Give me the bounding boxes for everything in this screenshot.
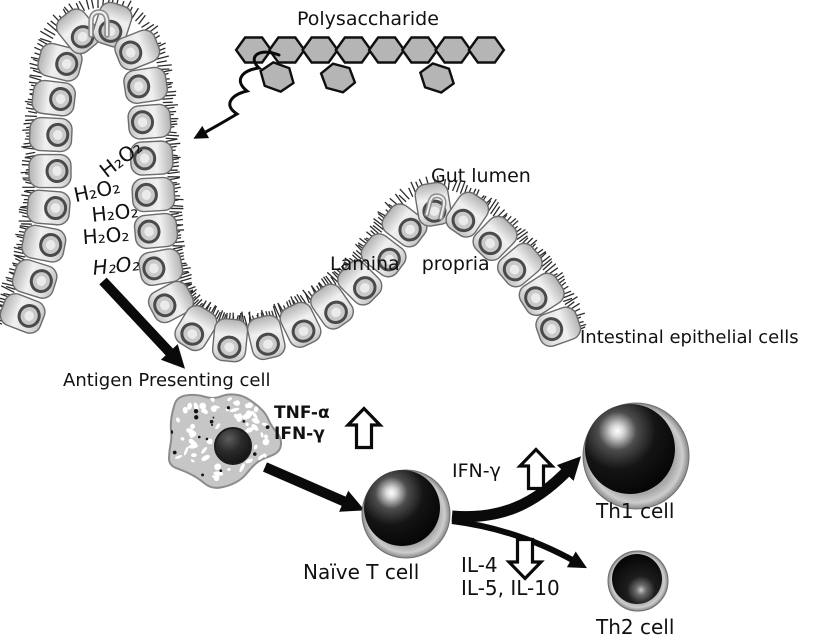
label-ifn-gamma-th1: IFN-γ [452, 460, 501, 482]
apc-vacuole-speckles [169, 395, 270, 482]
naive-t-cell-sphere [361, 469, 451, 559]
apc-nucleus [214, 427, 252, 465]
antigen-presenting-cell [168, 393, 283, 489]
goblet-notch-villus [88, 9, 110, 38]
label-th2-cell: Th2 cell [596, 615, 675, 639]
squiggle-arrow-icon [193, 50, 281, 139]
label-antigen-presenting-cell: Antigen Presenting cell [63, 370, 271, 391]
label-naive-t-cell: Naïve T cell [303, 560, 420, 584]
polysaccharide-chain-icon [234, 36, 506, 94]
intestinal-epithelium [0, 1, 582, 363]
naive-to-th2-arrow [451, 518, 588, 569]
label-gut-lumen: Gut lumen [431, 165, 531, 187]
naive-to-th1-arrow [451, 456, 582, 523]
label-h2o2-5: H₂O₂ [91, 251, 141, 280]
label-th1-cell: Th1 cell [596, 499, 675, 523]
label-ifn-gamma-apc: IFN-γ [274, 424, 325, 444]
label-lamina-propria: Lamina propria [330, 253, 490, 275]
label-il-4: IL-4 [461, 553, 498, 577]
label-polysaccharide: Polysaccharide [297, 8, 439, 30]
th1-cell-sphere [582, 402, 690, 510]
label-h2o2-4: H₂O₂ [81, 221, 131, 250]
th2-cell-sphere [607, 550, 669, 612]
label-tnf-alpha: TNF-α [274, 403, 330, 423]
tnf-upregulation-arrow-icon [344, 406, 384, 450]
goblet-notch-hump [424, 193, 447, 221]
il-downregulation-arrow-icon [505, 537, 545, 581]
label-il-5-il-10: IL-5, IL-10 [461, 576, 560, 600]
apc-to-naive-arrow [263, 462, 365, 512]
h2o2-to-apc-arrow [99, 277, 185, 369]
label-intestinal-epithelial-cells: Intestinal epithelial cells [580, 327, 799, 348]
ifn-upregulation-arrow-icon [516, 447, 556, 491]
